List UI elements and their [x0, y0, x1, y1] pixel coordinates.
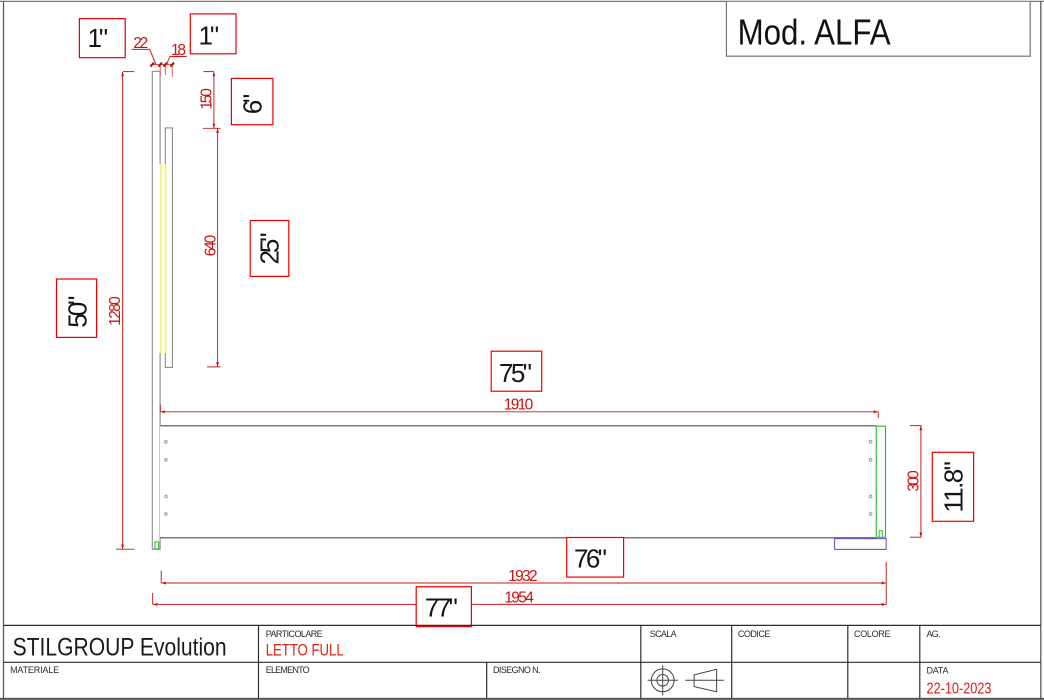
svg-text:1910: 1910 [504, 397, 534, 414]
svg-text:77": 77" [425, 593, 458, 623]
svg-text:25": 25" [255, 233, 285, 265]
svg-text:LETTO FULL: LETTO FULL [266, 640, 344, 659]
svg-text:6": 6" [238, 94, 268, 115]
svg-text:ELEMENTO: ELEMENTO [266, 665, 310, 675]
svg-text:150: 150 [199, 88, 216, 110]
svg-text:1": 1" [88, 23, 109, 53]
svg-text:1280: 1280 [107, 296, 124, 326]
svg-text:300: 300 [906, 470, 923, 492]
svg-text:50": 50" [63, 296, 93, 328]
svg-text:Mod. ALFA: Mod. ALFA [738, 12, 891, 53]
svg-text:AG.: AG. [927, 629, 941, 639]
svg-text:SCALA: SCALA [650, 629, 677, 639]
svg-text:76": 76" [574, 543, 607, 573]
svg-text:18: 18 [171, 42, 186, 59]
svg-text:CODICE: CODICE [738, 629, 771, 639]
svg-text:MATERIALE: MATERIALE [10, 665, 59, 675]
svg-text:DATA: DATA [927, 666, 949, 676]
svg-text:1932: 1932 [508, 568, 538, 585]
svg-text:75": 75" [499, 358, 532, 388]
svg-text:DISEGNO N.: DISEGNO N. [493, 665, 541, 675]
svg-text:PARTICOLARE: PARTICOLARE [266, 629, 323, 639]
svg-text:11.8": 11.8" [939, 461, 969, 513]
svg-text:1954: 1954 [504, 589, 534, 606]
svg-text:640: 640 [203, 234, 220, 256]
svg-text:COLORE: COLORE [854, 629, 891, 639]
svg-text:22-10-2023: 22-10-2023 [927, 680, 992, 697]
svg-text:1": 1" [199, 21, 220, 51]
svg-text:STILGROUP Evolution: STILGROUP Evolution [13, 634, 227, 662]
svg-text:22: 22 [133, 35, 148, 52]
